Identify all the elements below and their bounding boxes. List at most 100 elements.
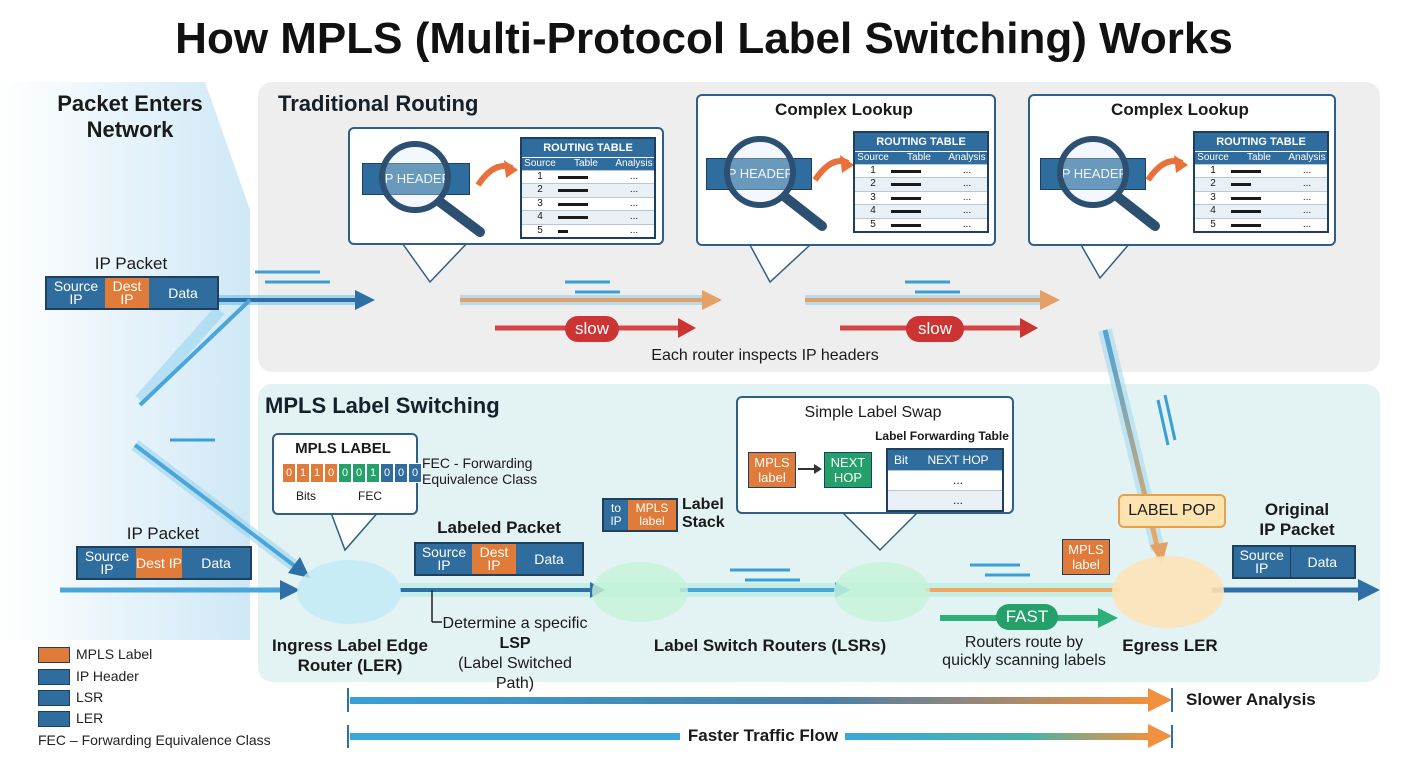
original-line2: IP Packet bbox=[1259, 520, 1335, 539]
table-row: 2▬▬... bbox=[1195, 177, 1327, 191]
label-stack-line2: Stack bbox=[682, 514, 725, 531]
timeline-arrows bbox=[347, 590, 1173, 748]
bit: 0 bbox=[380, 463, 394, 483]
table-row: 2▬▬▬... bbox=[855, 177, 987, 191]
label-stack-mpls: MPLS label bbox=[628, 500, 676, 530]
field-dest-ip: Dest IP bbox=[105, 278, 149, 308]
legend-swatch-ler bbox=[38, 711, 70, 727]
field-source-ip: Source IP bbox=[47, 278, 105, 308]
swap-mpls-label: MPLS label bbox=[748, 452, 796, 488]
ingress-line1: Ingress Label Edge bbox=[272, 636, 428, 655]
routing-table-title: ROUTING TABLE bbox=[522, 139, 654, 157]
field-data: Data bbox=[1289, 547, 1354, 577]
col-table: Table bbox=[574, 158, 598, 169]
table-row: 3▬▬▬... bbox=[1195, 190, 1327, 204]
label-stack: to IP MPLS label bbox=[602, 498, 678, 532]
table-row: ... bbox=[888, 490, 1002, 510]
determine-line1: Determine a specific bbox=[442, 615, 588, 632]
original-packet: Source IP Data bbox=[1232, 545, 1356, 579]
fec-note-line1: FEC - Forwarding bbox=[422, 455, 533, 471]
swap-arrow-icon bbox=[798, 464, 822, 474]
magnifier-icon bbox=[379, 141, 518, 237]
page-title: How MPLS (Multi-Protocol Label Switching… bbox=[175, 14, 1233, 63]
routing-table-3: ROUTING TABLE Source Table Analysis 1▬▬▬..… bbox=[1193, 131, 1329, 233]
col-next-hop: NEXT HOP bbox=[927, 453, 989, 467]
fast-note: Routers route by quickly scanning labels bbox=[926, 634, 1122, 670]
ip-packet-label-bottom: IP Packet bbox=[126, 524, 200, 543]
ingress-line2: Router (LER) bbox=[297, 656, 403, 675]
field-source-ip: Source IP bbox=[1234, 547, 1290, 577]
bit: 0 bbox=[394, 463, 408, 483]
table-row: 5▬▬▬... bbox=[1195, 217, 1327, 231]
ip-packet-top: Source IP Dest IP Data bbox=[45, 276, 219, 310]
table-row: 3▬▬▬... bbox=[855, 190, 987, 204]
table-row: 4▬▬▬... bbox=[1195, 204, 1327, 218]
lsr-caption: Label Switch Routers (LSRs) bbox=[653, 636, 887, 655]
bit: 0 bbox=[352, 463, 366, 483]
ip-packet-label-top: IP Packet bbox=[94, 254, 168, 273]
original-line1: Original bbox=[1264, 500, 1330, 519]
magnifier-icon bbox=[1057, 136, 1188, 231]
routing-table-title: ROUTING TABLE bbox=[1195, 133, 1327, 151]
table-row: 2▬▬▬... bbox=[522, 183, 654, 197]
label-stack-text: Label Stack bbox=[682, 496, 725, 532]
col-analysis: Analysis bbox=[948, 152, 986, 163]
table-row: 1▬▬▬... bbox=[522, 170, 654, 183]
ip-packet-bottom: Source IP Dest IP Data bbox=[76, 546, 252, 580]
determine-line3: (Label Switched Path) bbox=[458, 655, 572, 692]
bit: 0 bbox=[282, 463, 296, 483]
field-data: Data bbox=[516, 544, 582, 574]
table-row: 1▬▬▬... bbox=[855, 164, 987, 177]
fec-caption: FEC bbox=[358, 489, 382, 503]
field-data: Data bbox=[149, 278, 217, 308]
mpls-label-title: MPLS LABEL bbox=[295, 440, 391, 457]
traditional-title: Traditional Routing bbox=[278, 91, 479, 116]
traditional-path bbox=[215, 270, 1060, 338]
bit: 1 bbox=[366, 463, 380, 483]
swap-subtitle: Label Forwarding Table bbox=[875, 429, 1009, 443]
ip-header-bar-1: IP HEADER bbox=[362, 163, 470, 195]
bits-caption: Bits bbox=[295, 489, 316, 503]
col-table: Table bbox=[1247, 152, 1271, 163]
egress-caption: Egress LER bbox=[1122, 636, 1218, 655]
original-packet-label: Original IP Packet bbox=[1232, 500, 1362, 540]
fec-note: FEC - Forwarding Equivalence Class bbox=[422, 455, 537, 487]
field-data: Data bbox=[182, 548, 250, 578]
entry-connections bbox=[60, 298, 310, 600]
bit: 1 bbox=[310, 463, 324, 483]
bit: 1 bbox=[296, 463, 310, 483]
determine-line2: LSP bbox=[499, 635, 531, 652]
legend-swatch-mpls-label bbox=[38, 647, 70, 663]
bit: 0 bbox=[324, 463, 338, 483]
legend-mpls-label: MPLS Label bbox=[76, 646, 153, 662]
col-source: Source bbox=[1197, 152, 1229, 163]
mpls-title: MPLS Label Switching bbox=[265, 393, 500, 418]
routing-table-title: ROUTING TABLE bbox=[855, 133, 987, 151]
field-dest-ip: Dest IP bbox=[136, 548, 182, 578]
legend-fec: FEC – Forwarding Equivalence Class bbox=[38, 732, 271, 748]
label-forwarding-table: Bit NEXT HOP ... ... bbox=[886, 448, 1004, 512]
slower-analysis-label: Slower Analysis bbox=[1186, 690, 1316, 709]
faster-flow-label: Faster Traffic Flow bbox=[687, 726, 839, 745]
swap-next-hop: NEXT HOP bbox=[824, 452, 872, 488]
legend-ip-header: IP Header bbox=[76, 668, 139, 684]
col-analysis: Analysis bbox=[1288, 152, 1326, 163]
field-source-ip: Source IP bbox=[416, 544, 472, 574]
table-row: ... bbox=[888, 470, 1002, 490]
traditional-caption: Each router inspects IP headers bbox=[651, 347, 879, 364]
mpls-label-tag: MPLS label bbox=[1062, 539, 1110, 575]
table-row: 5▬... bbox=[522, 223, 654, 237]
table-row: 5▬▬▬... bbox=[855, 217, 987, 231]
fast-note-line2: quickly scanning labels bbox=[942, 652, 1106, 669]
entry-region bbox=[0, 82, 250, 640]
field-source-ip: Source IP bbox=[78, 548, 136, 578]
col-bit: Bit bbox=[893, 453, 908, 467]
entry-heading-line1: Packet Enters bbox=[57, 91, 203, 116]
slow-badge: slow bbox=[565, 316, 619, 342]
table-row: 1▬▬▬... bbox=[1195, 164, 1327, 177]
